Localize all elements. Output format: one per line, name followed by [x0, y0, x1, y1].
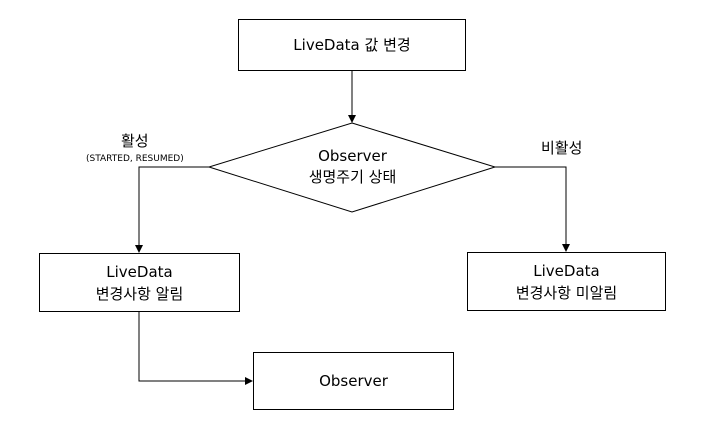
- arrow-inactive-branch: [495, 166, 570, 252]
- active-branch-label: 활성: [121, 132, 149, 150]
- arrow-active-branch: [135, 166, 209, 253]
- active-branch-detail: (STARTED, RESUMED): [86, 154, 184, 164]
- inactive-branch-label: 비활성: [541, 139, 583, 157]
- decision-label: Observer 생명주기 상태: [308, 147, 397, 186]
- decision-diamond: [207, 122, 497, 213]
- node-observer: Observer: [253, 352, 454, 410]
- node-no-notify-changes: LiveData 변경사항 미알림: [467, 252, 666, 311]
- node-notify-changes-label: LiveData 변경사항 알림: [95, 262, 184, 303]
- node-no-notify-changes-label: LiveData 변경사항 미알림: [515, 261, 618, 302]
- node-livedata-value-change-label: LiveData 값 변경: [293, 36, 411, 54]
- node-livedata-value-change: LiveData 값 변경: [238, 19, 466, 71]
- node-notify-changes: LiveData 변경사항 알림: [39, 253, 240, 312]
- node-observer-label: Observer: [319, 372, 388, 390]
- arrow-notify-to-observer: [138, 311, 253, 385]
